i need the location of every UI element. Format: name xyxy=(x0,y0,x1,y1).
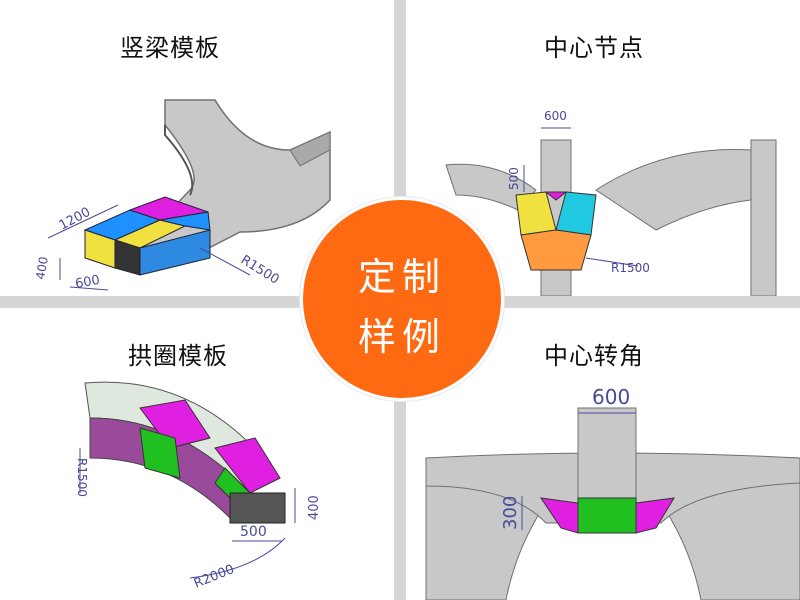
dim-arch-height: 400 xyxy=(307,495,322,520)
vertical-beam-dimensions xyxy=(47,204,251,291)
vertical-beam-drawing: 1200 400 600 R1500 xyxy=(33,99,331,292)
badge-line-2: 样例 xyxy=(357,315,446,359)
custom-sample-badge: 定制 样例 xyxy=(300,197,504,401)
dim-width: 600 xyxy=(74,273,101,292)
corner-green xyxy=(577,497,637,534)
dim-node-width: 600 xyxy=(544,109,567,123)
panel-title-arch-ring: 拱圈模板 xyxy=(128,342,228,370)
concrete-slab-branch xyxy=(289,131,331,167)
concrete-slab-edge xyxy=(164,125,194,196)
formwork-side xyxy=(139,229,211,276)
arch-right-leg xyxy=(750,139,777,296)
panel-center-node: 中心节点 600 500 R1500 xyxy=(406,0,800,296)
dim-arch-radius-inner: R1500 xyxy=(75,458,89,497)
center-corner-drawing: 600 300 xyxy=(425,385,800,600)
arch-ring-drawing: R1500 400 500 R2000 xyxy=(75,381,322,592)
dim-node-radius: R1500 xyxy=(611,261,650,275)
dim-arch-radius-outer: R2000 xyxy=(192,562,237,592)
panel-title-center-node: 中心节点 xyxy=(544,34,644,62)
center-node-dimensions xyxy=(523,127,639,267)
arch-end-cap xyxy=(229,492,286,524)
center-corner-dimensions xyxy=(521,412,636,530)
dim-corner-height: 300 xyxy=(500,496,521,530)
dim-height: 400 xyxy=(33,256,51,281)
dim-node-height: 500 xyxy=(507,167,521,190)
center-node-drawing: 600 500 R1500 xyxy=(445,109,777,296)
arch-ring-dimensions xyxy=(79,448,296,579)
arch-green-side xyxy=(139,427,181,479)
badge-line-1: 定制 xyxy=(357,255,446,299)
node-orange xyxy=(520,229,592,271)
panel-title-center-corner: 中心转角 xyxy=(544,342,644,370)
dim-arch-width: 500 xyxy=(240,524,267,540)
corner-column xyxy=(577,407,637,504)
dim-radius: R1500 xyxy=(238,253,282,288)
arch-right xyxy=(595,149,752,231)
dim-corner-width: 600 xyxy=(592,385,630,409)
arch-magenta-2 xyxy=(214,437,281,494)
panel-title-vertical-beam: 竖梁模板 xyxy=(120,34,220,62)
node-magenta-top xyxy=(544,191,568,201)
